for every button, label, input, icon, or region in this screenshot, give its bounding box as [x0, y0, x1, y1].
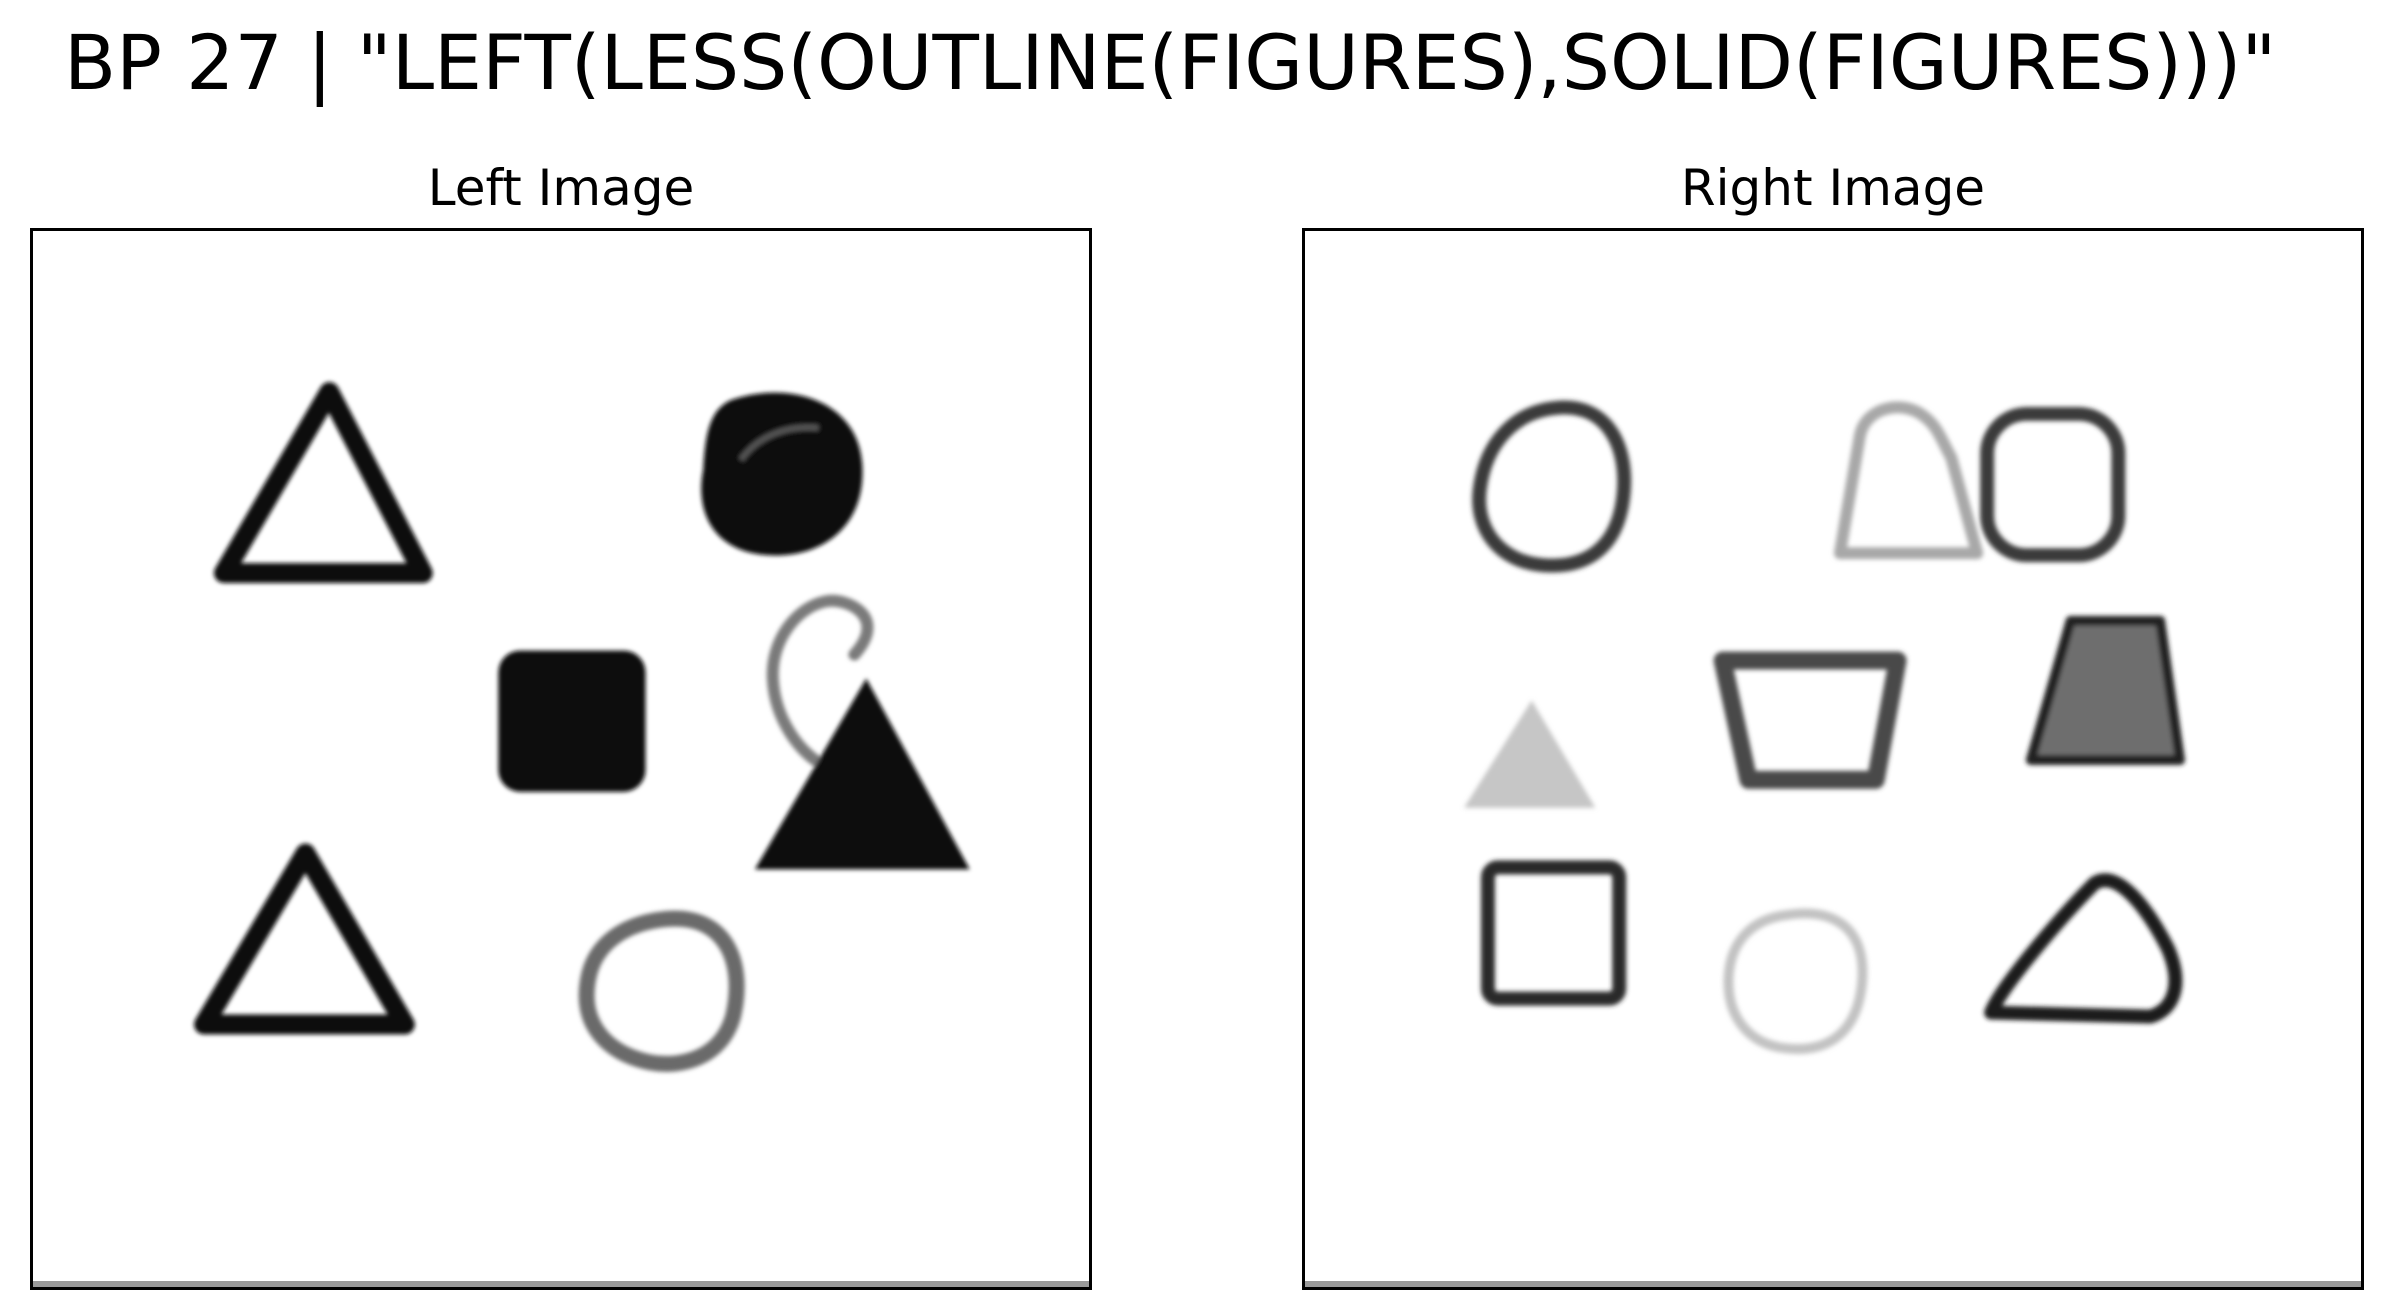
right-image-canvas [1464, 400, 2185, 1054]
outline-arch-top-middle [1833, 401, 1984, 560]
left-image-panel [30, 228, 1092, 1290]
outline-triangle-bottom-left [194, 843, 415, 1035]
solid-circle-top-right [701, 392, 863, 556]
left-image-canvas [194, 382, 970, 1072]
right-image-title: Right Image [1680, 159, 1986, 217]
solid-square-middle [498, 650, 646, 792]
page-title: BP 27 | "LEFT(LESS(OUTLINE(FIGURES),SOLI… [64, 18, 2277, 107]
outline-circle-top-left [1472, 400, 1632, 573]
left-panel-bottom-edge [33, 1281, 1089, 1287]
solid-triangle-light [1464, 700, 1596, 808]
left-image-title: Left Image [427, 159, 695, 217]
outline-circle-bottom [578, 910, 745, 1072]
outline-circle-bottom-middle [1723, 908, 1868, 1054]
outline-triangle-top-left [213, 382, 433, 583]
highlight-stroke [738, 424, 819, 462]
solid-triangle-right [754, 678, 970, 870]
outline-trapezoid-middle [1713, 651, 1907, 789]
outline-circle-grey [766, 594, 874, 774]
right-panel-bottom-edge [1305, 1281, 2361, 1287]
outline-triangle-bottom-right [1984, 873, 2183, 1024]
outline-square-top-right [1980, 407, 2126, 563]
solid-trapezoid-right [2025, 615, 2185, 765]
right-image-panel [1302, 228, 2364, 1290]
outline-square-bottom-left [1481, 860, 1627, 1006]
